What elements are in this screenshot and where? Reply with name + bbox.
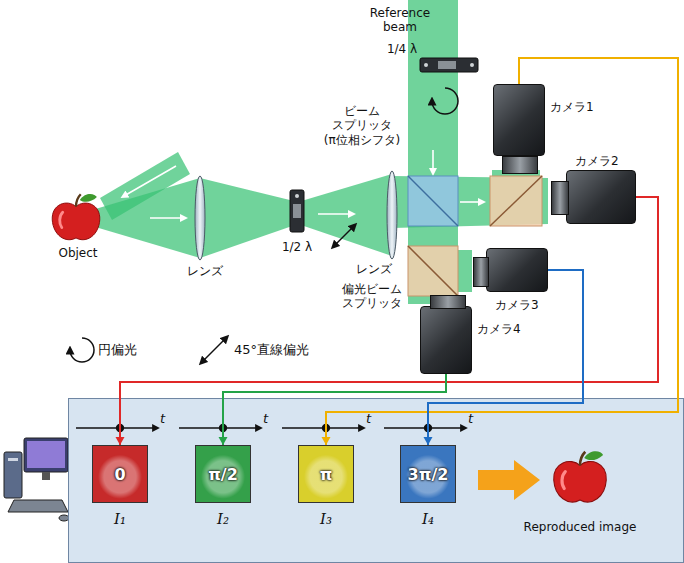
- camera: カメラ3: [486, 248, 548, 292]
- computer-icon: [42, 472, 50, 480]
- computer-icon: [8, 500, 68, 512]
- wire-arrowhead: [219, 437, 228, 445]
- phase-value: 0: [114, 465, 125, 484]
- polarizing-beam-splitters: [490, 176, 542, 226]
- part-label: レンズ: [187, 264, 223, 278]
- beam-direction-arrows: [318, 213, 352, 215]
- legend-symbols: [202, 338, 226, 362]
- laser-beams: [92, 178, 200, 258]
- half-wave-plate: [295, 194, 299, 198]
- half-wave-plate: [293, 204, 301, 218]
- camera-lens: [502, 156, 538, 174]
- linear-polarization-symbol: [334, 226, 354, 246]
- quarter-wave-plate: [438, 61, 456, 69]
- reproduced-apple: [554, 451, 607, 502]
- reproduced-image-label: Reproduced image: [524, 520, 637, 534]
- beam-direction-arrows: [460, 201, 482, 203]
- camera-label: カメラ1: [550, 99, 594, 116]
- phase-image: 3π/2I₄: [400, 445, 456, 503]
- beam-direction-arrows: [150, 217, 184, 219]
- signal-wire: [120, 197, 658, 445]
- computer-icon: [4, 438, 69, 521]
- camera-lens: [430, 295, 466, 309]
- lenses: [195, 176, 205, 260]
- laser-beams: [458, 250, 472, 292]
- intensity-symbol: I₃: [299, 510, 353, 528]
- phase-image: π/2I₂: [195, 445, 251, 503]
- quarter-wave-plate: [420, 58, 478, 72]
- signal-wire: [223, 374, 446, 445]
- time-axes: [76, 425, 464, 432]
- polarizing-beam-splitters: [408, 246, 458, 296]
- legend-symbols: [70, 338, 94, 362]
- circular-polarization-symbol: [432, 88, 458, 114]
- object-apple: [52, 194, 100, 240]
- polarizing-beam-splitters: [408, 246, 458, 296]
- intensity-symbol: I₄: [401, 510, 455, 528]
- polarizing-beam-splitters: [490, 176, 542, 226]
- camera-lens: [473, 257, 489, 287]
- legend-text: 45°直線偏光: [234, 341, 309, 359]
- circular-polarization-symbol: [432, 88, 458, 114]
- beam-direction-arrows: [432, 150, 434, 172]
- beam-splitter: [408, 176, 458, 226]
- computer-icon: [8, 458, 18, 461]
- part-label: 1/2 λ: [282, 240, 312, 254]
- part-label: レンズ: [356, 262, 392, 276]
- part-label: Object: [58, 246, 97, 260]
- processing-panel-background: [69, 399, 684, 563]
- beam-splitter: [408, 176, 458, 226]
- object-apple: [52, 194, 100, 240]
- time-axis-label: t: [263, 411, 268, 427]
- half-wave-plate: [290, 190, 304, 232]
- phase-value: π: [320, 465, 333, 484]
- legend-text: 円偏光: [98, 341, 137, 359]
- computer-icon: [27, 441, 65, 468]
- legend-symbols: [70, 338, 226, 362]
- phase-value: 3π/2: [408, 465, 449, 484]
- camera-label: カメラ3: [495, 297, 539, 314]
- lenses: [195, 171, 397, 260]
- wire-arrowhead: [116, 437, 125, 445]
- reproduced-apple: [554, 451, 607, 502]
- processing-panel-background: [69, 399, 684, 563]
- time-axis-label: t: [366, 411, 371, 427]
- laser-beams: [92, 0, 548, 304]
- beam-splitter: [408, 176, 458, 226]
- part-label: ビーム スプリッタ (π位相シフタ): [324, 104, 401, 147]
- linear-polarization-symbol: [334, 226, 354, 246]
- part-label: Reference beam: [370, 6, 430, 35]
- phase-value: π/2: [208, 465, 238, 484]
- intensity-symbol: I₂: [196, 510, 250, 528]
- part-label: 1/4 λ: [387, 42, 417, 56]
- quarter-wave-plate: [420, 58, 478, 72]
- wire-arrowhead: [424, 437, 433, 445]
- quarter-wave-plate: [424, 63, 428, 67]
- computer-icon: [24, 438, 68, 472]
- beam-direction-arrows: [124, 166, 176, 196]
- laser-beams: [392, 176, 548, 228]
- camera-label: カメラ4: [477, 321, 521, 338]
- phase-image: 0I₁: [92, 445, 148, 503]
- quarter-wave-plate: [470, 63, 474, 67]
- wire-arrowhead: [322, 437, 331, 445]
- reproduce-arrow: [478, 460, 540, 500]
- phase-image: πI₃: [298, 445, 354, 503]
- camera: カメラ4: [420, 306, 472, 374]
- time-axis-label: t: [468, 411, 473, 427]
- camera-lens: [551, 181, 569, 215]
- time-axis-label: t: [160, 411, 165, 427]
- intensity-symbol: I₁: [93, 510, 147, 528]
- camera-label: カメラ2: [575, 153, 619, 170]
- half-wave-plate: [290, 190, 304, 232]
- computer-icon: [4, 452, 22, 498]
- lenses: [387, 171, 397, 259]
- part-label: 偏光ビーム スプリッタ: [342, 282, 402, 311]
- camera: カメラ1: [493, 84, 545, 156]
- computer-icon: [59, 515, 69, 521]
- camera: カメラ2: [566, 170, 636, 224]
- reproduce-arrow: [478, 460, 540, 500]
